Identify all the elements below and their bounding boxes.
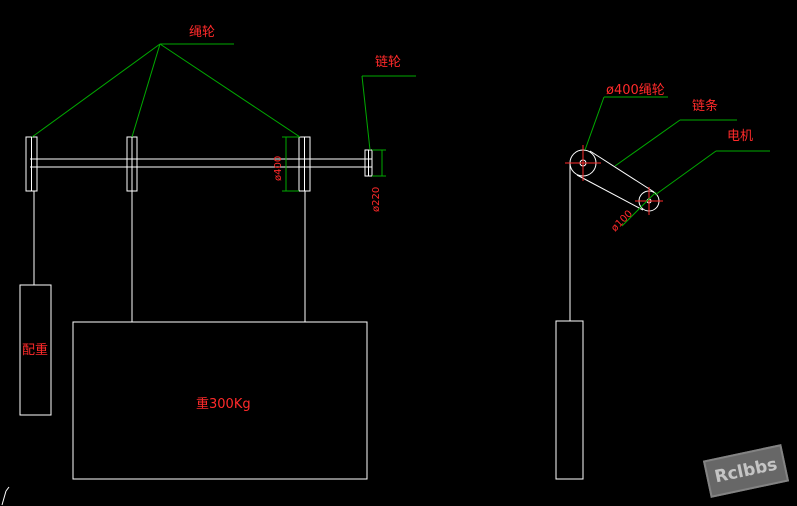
- leader-motor: [654, 150, 770, 196]
- leader-rope-pulley: [31, 43, 301, 138]
- dimension-d400-left: [282, 136, 299, 192]
- dim-d100-text: ø100: [609, 209, 635, 235]
- shaft-assembly: [19, 136, 373, 480]
- label-counterweight: 配重: [22, 342, 48, 358]
- side-view: [555, 149, 660, 480]
- label-motor: 电机: [727, 129, 753, 144]
- dim-d100-line: [621, 191, 657, 227]
- label-pulley-400: ø400绳轮: [606, 83, 665, 98]
- leader-pulley-400: [584, 96, 668, 151]
- counterweight-box: [19, 284, 52, 416]
- label-rope-pulley: 绳轮: [189, 25, 215, 40]
- dim-d400-text: ø400: [273, 156, 284, 181]
- center-marks: [565, 145, 663, 215]
- label-sprocket: 链轮: [375, 55, 401, 70]
- chain-lower: [576, 174, 644, 211]
- leader-chain: [614, 119, 737, 167]
- side-weight-box: [555, 320, 584, 480]
- dimension-d220: [372, 149, 386, 177]
- load-box: [72, 321, 368, 480]
- leader-sprocket: [361, 75, 416, 151]
- ucs-icon: [1, 486, 10, 506]
- dim-d220-text: ø220: [371, 187, 382, 212]
- label-chain: 链条: [692, 98, 718, 114]
- chain-upper: [589, 150, 655, 193]
- label-load: 重300Kg: [196, 396, 251, 412]
